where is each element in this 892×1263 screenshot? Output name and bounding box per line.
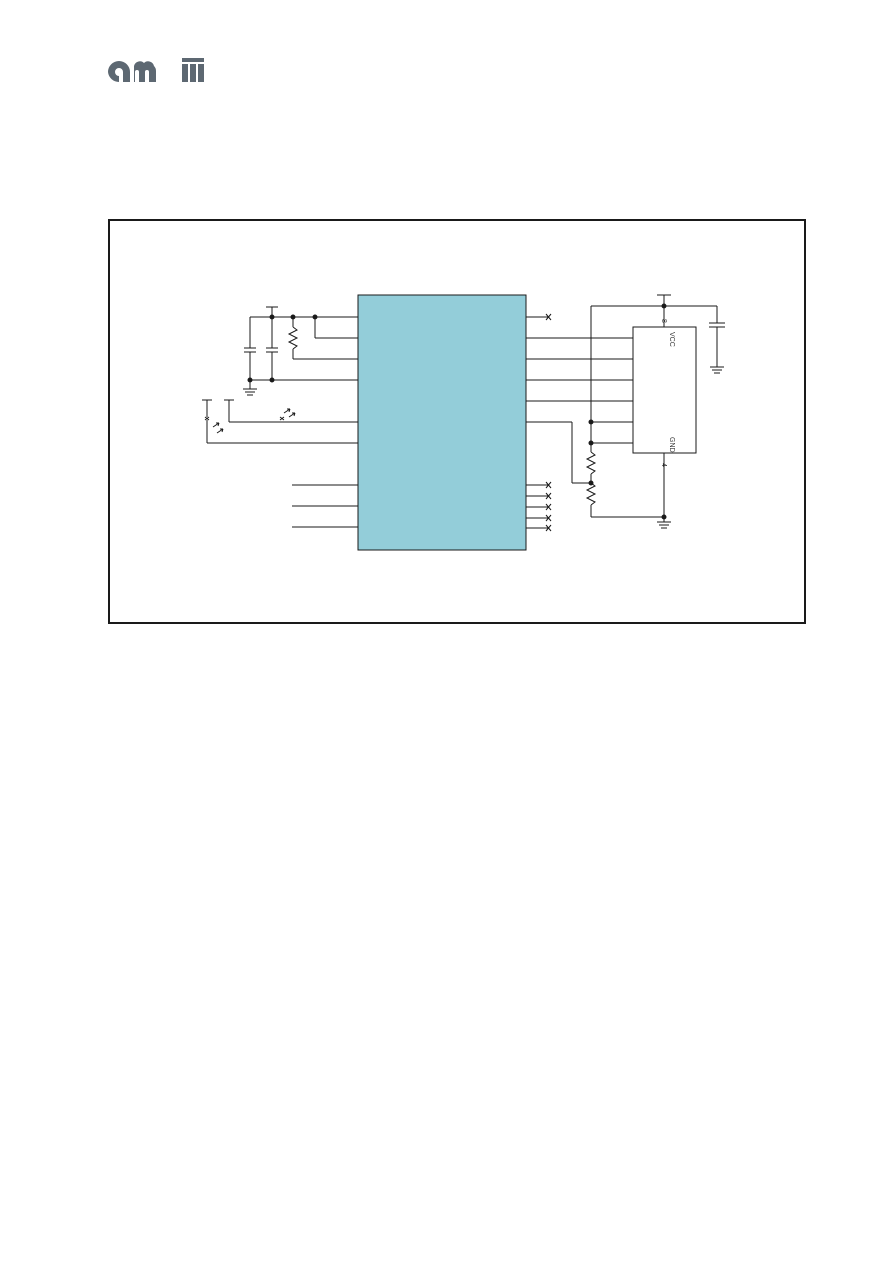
eeprom-chip [625,315,697,465]
ams-logo [108,58,204,83]
eeprom-bus-lines [534,337,625,484]
figure-frame [108,219,806,624]
eeprom-supply-network [585,294,725,529]
main-ic-right-pins [526,316,534,529]
eeprom-vcc-label: VCC [668,332,675,347]
eeprom-gnd-label: GND [668,437,675,453]
application-schematic: VCC GND 8 4 [202,294,725,551]
main-ic-block [357,294,527,551]
no-connect-markers [534,313,552,532]
led-photodiode-network [202,399,350,444]
eeprom-pin8-number: 8 [660,319,667,323]
lower-left-inputs [292,484,350,528]
main-ic-left-pins [350,316,358,528]
left-supply-network [243,306,350,396]
